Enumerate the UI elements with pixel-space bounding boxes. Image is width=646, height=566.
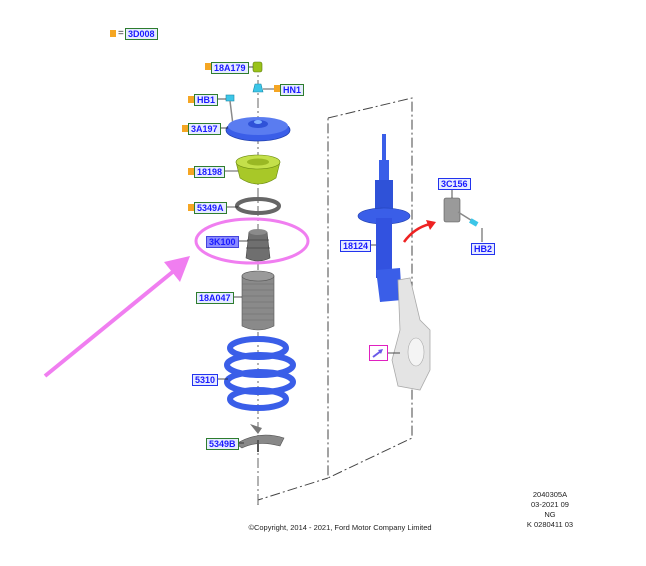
meta-line-2: 03-2021 09 [531,500,569,509]
orange-marker-icon [274,85,280,92]
legend-equals: = [118,28,124,39]
bearing-18198-part [235,154,281,185]
reference-link-icon[interactable] [369,345,388,361]
coil-spring-5310-part [224,336,296,411]
label-3K100[interactable]: 3K100 [206,236,239,248]
highlight-arrow-shaft [43,268,177,378]
nut-18A179-part [252,61,263,73]
assembly-frame-lower [257,477,329,505]
rotation-arrow [402,222,431,243]
label-18A047[interactable]: 18A047 [196,292,234,304]
orange-marker-icon [205,63,211,70]
label-18198[interactable]: 18198 [194,166,226,178]
orange-marker-icon [188,96,194,103]
orange-marker-icon [182,125,188,132]
label-HB1[interactable]: HB1 [194,94,219,106]
meta-line-4: K 0280411 03 [526,520,574,529]
highlight-arrow-head [164,256,190,282]
highlight-ellipse [194,217,310,265]
assembly-frame [327,97,413,479]
dust-boot-18A047-part [241,270,275,331]
label-3A197[interactable]: 3A197 [188,123,221,135]
orange-marker-icon [110,30,116,37]
label-18A179[interactable]: 18A179 [211,62,249,74]
meta-line-3: NG [544,510,556,519]
seat-5349B-part [235,424,285,452]
copyright: ©Copyright, 2014 - 2021, Ford Motor Comp… [248,523,432,532]
label-3C156[interactable]: 3C156 [438,178,471,190]
seat-5349A-part [235,197,281,215]
label-3D008[interactable]: 3D008 [125,28,158,40]
orange-marker-icon [188,204,194,211]
orange-marker-icon [188,168,194,175]
label-5349B[interactable]: 5349B [206,438,239,450]
meta-line-1: 2040305A [532,490,568,499]
top-mount-3A197-part [225,117,291,142]
bump-stop-3K100-part [245,229,271,262]
diagram-meta: 2040305A 03-2021 09 NG K 0280411 03 [510,490,590,530]
nut-HN1-part [252,83,264,93]
label-5310[interactable]: 5310 [192,374,219,386]
label-18124[interactable]: 18124 [340,240,372,252]
rotation-arrowhead [426,220,436,230]
bolt-HB1-part [225,94,235,126]
strut-18124-part [357,134,411,302]
label-HN1[interactable]: HN1 [280,84,305,96]
label-5349A[interactable]: 5349A [194,202,227,214]
bracket-3C156-part [443,197,479,227]
knuckle-part [391,277,431,391]
label-HB2[interactable]: HB2 [471,243,496,255]
